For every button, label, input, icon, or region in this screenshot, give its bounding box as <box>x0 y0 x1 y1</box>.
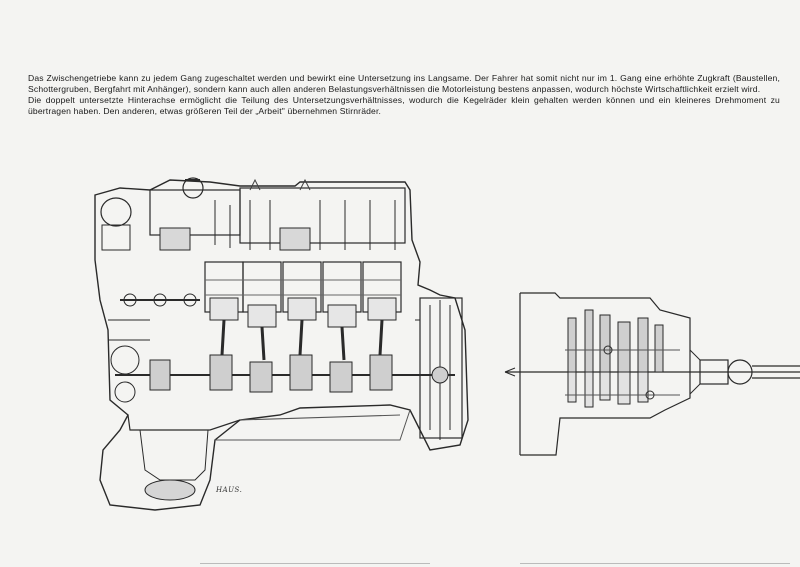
paragraph-rear-axle: Die doppelt untersetzte Hinterachse ermö… <box>28 95 780 116</box>
paragraph-intermediate-gearbox: Das Zwischengetriebe kann zu jedem Gang … <box>28 73 780 94</box>
footer-rule-right <box>520 563 790 564</box>
footer-rule-left <box>200 563 430 564</box>
draftsman-signature: HAUS. <box>216 486 243 494</box>
description-text: Das Zwischengetriebe kann zu jedem Gang … <box>28 73 780 117</box>
